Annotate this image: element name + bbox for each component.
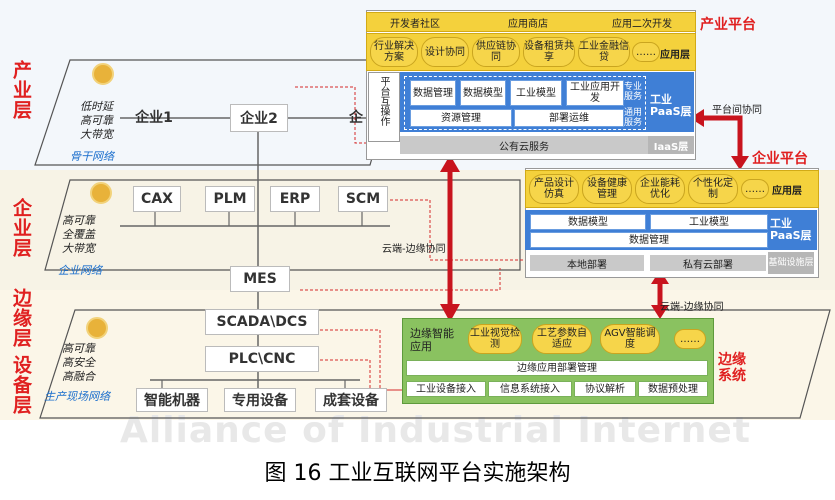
mes-node: MES xyxy=(230,266,290,292)
erp-node: ERP xyxy=(270,186,320,212)
plc-cnc-node: PLC\CNC xyxy=(205,346,319,372)
figure-caption: 图 16 工业互联网平台实施架构 xyxy=(264,461,571,486)
platform-collab-annotation: 平台间协同 xyxy=(712,105,762,116)
cell-industrial-app-dev: 工业应用开发 xyxy=(566,80,624,106)
paas-dashed-frame xyxy=(404,76,646,130)
device-layer-label: 设备层 xyxy=(10,355,32,415)
local-deployment: 本地部署 xyxy=(530,255,644,271)
cell-deploy-ops: 部署运维 xyxy=(514,109,624,127)
backbone-network-name: 骨干网络 xyxy=(70,150,114,163)
complete-equipment-node: 成套设备 xyxy=(315,388,387,412)
cell-resource-management: 资源管理 xyxy=(410,109,512,127)
enterprise-2-node: 企业2 xyxy=(230,104,288,132)
industry-app-layer-label: 应用层 xyxy=(660,50,690,61)
cax-node: CAX xyxy=(133,186,181,212)
field-network-traits: 高可靠 高安全 高融合 xyxy=(62,342,95,383)
private-cloud-deployment: 私有云部署 xyxy=(650,255,766,271)
edge-data-preprocessing: 数据预处理 xyxy=(638,381,708,397)
industry-paas-label: 工业PaaS层 xyxy=(650,93,692,118)
ent-cell-data-management: 数据管理 xyxy=(530,232,768,248)
enterprise-1-node: 企业1 xyxy=(135,110,173,126)
platform-interop-label: 平台互操作 xyxy=(378,76,389,126)
tab-app-store[interactable]: 应用商店 xyxy=(508,19,548,30)
enterprise-app-more: …… xyxy=(741,179,769,199)
special-service-label: 专业服务 xyxy=(624,82,643,102)
edge-info-system-access: 信息系统接入 xyxy=(488,381,572,397)
edge-deploy-management: 边缘应用部署管理 xyxy=(406,360,708,376)
special-equipment-node: 专用设备 xyxy=(224,388,296,412)
enterprise-paas-label: 工业PaaS层 xyxy=(770,217,812,242)
edge-system-title: 边缘系统 xyxy=(718,352,746,384)
signal-icon xyxy=(90,182,112,204)
infra-layer-label: 基础设施层 xyxy=(768,252,814,274)
app-more: …… xyxy=(632,42,660,62)
enterprise-network-traits: 高可靠 全覆盖 大带宽 xyxy=(62,214,95,255)
industry-layer-label: 产业层 xyxy=(10,60,32,120)
edge-protocol-parsing: 协议解析 xyxy=(574,381,636,397)
interop-column xyxy=(368,72,400,142)
tab-app-dev[interactable]: 应用二次开发 xyxy=(612,19,672,30)
scada-dcs-node: SCADA\DCS xyxy=(205,309,319,335)
signal-icon xyxy=(92,63,114,85)
tab-developer-community[interactable]: 开发者社区 xyxy=(390,19,440,30)
field-network-name: 生产现场网络 xyxy=(44,390,110,403)
cell-industrial-model: 工业模型 xyxy=(510,80,562,106)
plm-node: PLM xyxy=(205,186,255,212)
watermark: Alliance of Industrial Internet xyxy=(120,410,751,451)
cell-data-management: 数据管理 xyxy=(410,80,456,106)
app-energy-optimization: 企业能耗优化 xyxy=(635,174,685,204)
ent-cell-industrial-model: 工业模型 xyxy=(650,214,768,230)
edge-app-more: …… xyxy=(674,329,706,349)
cell-data-model: 数据模型 xyxy=(460,80,506,106)
app-industry-solutions: 行业解决方案 xyxy=(370,37,418,67)
app-equipment-health: 设备健康管理 xyxy=(582,174,632,204)
app-product-design: 产品设计仿真 xyxy=(529,174,579,204)
enterprise-3-node: 企 xyxy=(349,110,363,126)
edge-layer-label: 边缘层 xyxy=(10,288,32,348)
general-service-label: 通用服务 xyxy=(624,108,643,128)
signal-icon xyxy=(86,317,108,339)
app-design-collab: 设计协同 xyxy=(421,37,469,67)
app-customization: 个性化定制 xyxy=(688,174,738,204)
enterprise-network-name: 企业网络 xyxy=(58,264,102,277)
backbone-network-traits: 低时延 高可靠 大带宽 xyxy=(80,100,113,141)
app-equipment-leasing: 设备租赁共享 xyxy=(523,37,575,67)
enterprise-platform-title: 企业平台 xyxy=(752,151,808,167)
public-cloud-service: 公有云服务 xyxy=(400,136,648,154)
cloud-edge-collab-annotation-2: 云端-边缘协同 xyxy=(660,302,724,313)
app-industrial-finance: 工业金融信贷 xyxy=(578,37,630,67)
app-supply-chain: 供应链协同 xyxy=(472,37,520,67)
industry-platform-title: 产业平台 xyxy=(700,17,756,33)
edge-app-agv: AGV智能调度 xyxy=(600,324,660,354)
edge-device-access: 工业设备接入 xyxy=(406,381,486,397)
industry-iaas-label: IaaS层 xyxy=(648,136,694,154)
edge-app-process-params: 工艺参数自适应 xyxy=(532,324,592,354)
edge-intelligent-label: 边缘智能应用 xyxy=(410,327,454,353)
edge-app-vision: 工业视觉检测 xyxy=(468,324,522,354)
top-tab-bar xyxy=(366,12,696,32)
enterprise-app-layer-label: 应用层 xyxy=(772,186,802,197)
scm-node: SCM xyxy=(338,186,388,212)
enterprise-layer-label: 企业层 xyxy=(10,198,32,258)
smart-machine-node: 智能机器 xyxy=(136,388,208,412)
cloud-edge-collab-annotation-1: 云端-边缘协同 xyxy=(382,244,446,255)
ent-cell-data-model: 数据模型 xyxy=(530,214,646,230)
